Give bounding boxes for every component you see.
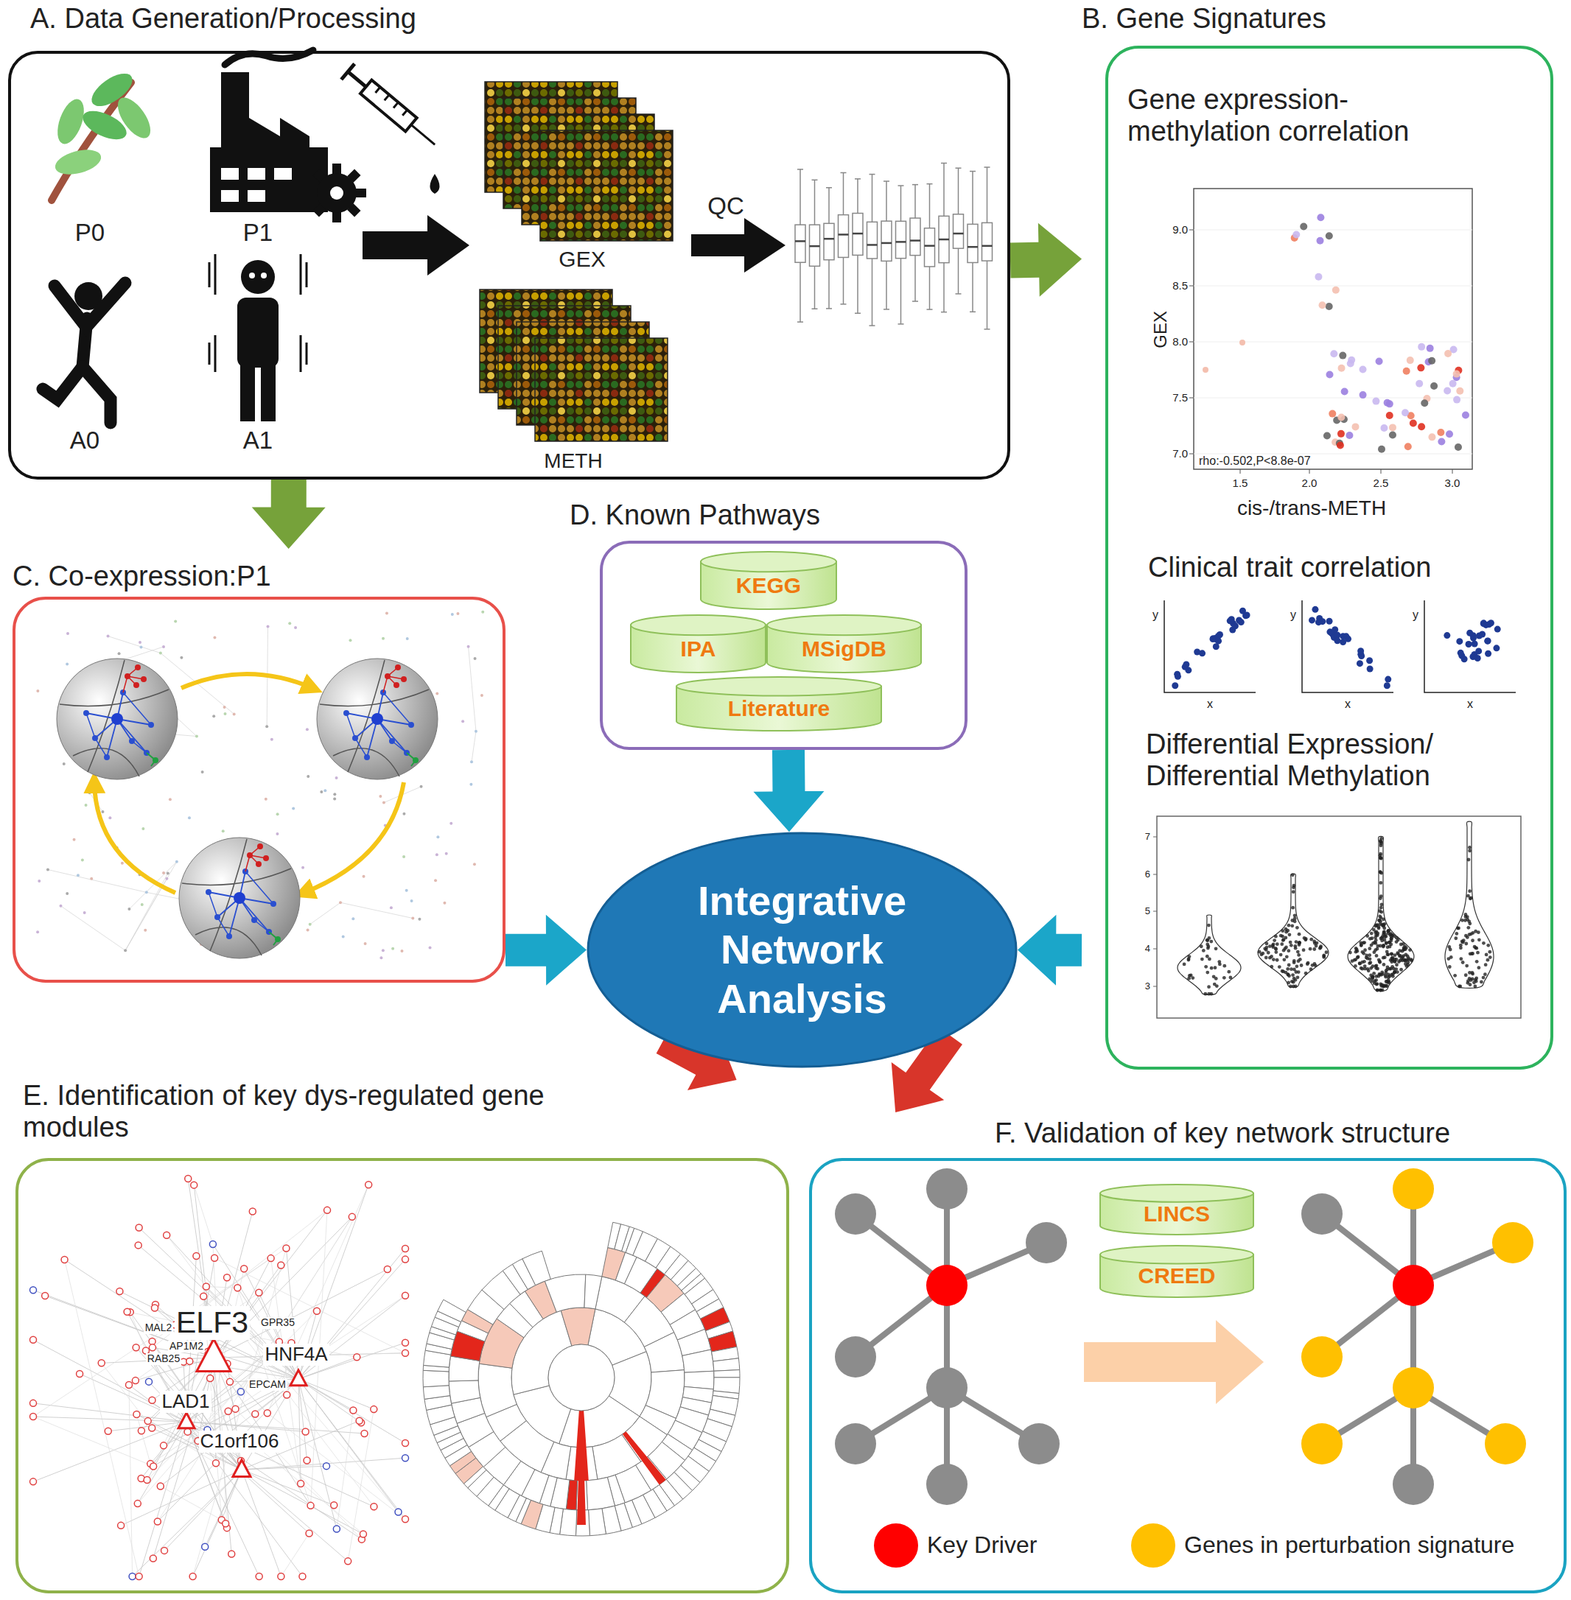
step-label: QC (707, 193, 745, 221)
panel-b: B. Gene SignaturesGene expression- methy… (1081, 2, 1554, 1070)
database-cylinder: LINCS (1099, 1184, 1255, 1236)
tick-label: 3 (1145, 981, 1151, 993)
clinical-scatters (1164, 600, 1516, 693)
database-name: Literature (675, 696, 883, 722)
database-cylinder: KEGG (700, 551, 838, 611)
database-name: IPA (630, 636, 767, 662)
syringe-icon (341, 64, 442, 194)
panel-frame (15, 1158, 790, 1594)
gene-label: LAD1 (159, 1391, 211, 1413)
tick-label: 3.0 (1444, 477, 1461, 491)
tick-label: 7.5 (1172, 392, 1188, 405)
validation-networks (834, 1168, 1534, 1506)
analysis-title: Integrative Network Analysis (655, 876, 950, 1023)
block-arrow (1017, 915, 1082, 986)
sunburst-chart (422, 1222, 740, 1537)
gene-label: C1orf106 (198, 1430, 281, 1453)
panel-frame (8, 50, 1011, 480)
correlation-scatter (1189, 188, 1473, 474)
axis-letter: x (1467, 697, 1473, 712)
database-cylinder: Literature (675, 676, 883, 732)
database-name: CREED (1099, 1263, 1255, 1289)
legend-swatch (1131, 1523, 1176, 1569)
tick-label: 8.5 (1172, 280, 1188, 293)
database-name: MSigDB (766, 636, 922, 662)
gene-label: MAL2 (143, 1322, 174, 1335)
factory-icon (210, 50, 367, 223)
tick-label: 1.5 (1232, 477, 1249, 491)
leaf-branch-icon (51, 67, 157, 201)
panel-c: C. Co-expression:P1 (12, 548, 506, 983)
legend-text: Genes in perturbation signature (1184, 1532, 1515, 1560)
heatmap-stacks (479, 81, 673, 442)
database-cylinder: IPA (630, 614, 767, 674)
panel-d: D. Known PathwaysKEGG IPAMSigDB Literature (569, 499, 968, 751)
gene-label: AP1M2 (168, 1341, 205, 1353)
gene-label: GPR35 (259, 1317, 297, 1330)
panel-f: F. Validation of key network structureLI… (809, 1112, 1567, 1594)
panel-frame (12, 596, 506, 983)
tick-label: 6 (1145, 869, 1151, 881)
panel-a: A. Data Generation/Processing (8, 2, 1011, 480)
coexpression-network (36, 610, 485, 961)
database-name: LINCS (1099, 1201, 1255, 1227)
gene-label: RAB25 (145, 1353, 182, 1366)
panel-heading: Differential Expression/ Differential Me… (1145, 728, 1515, 792)
group-label: A0 (70, 427, 100, 455)
axis-letter: y (1290, 608, 1297, 622)
axis-letter: y (1412, 608, 1419, 622)
panel-heading: E. Identification of key dys-regulated g… (22, 1080, 591, 1143)
panel-heading: D. Known Pathways (569, 499, 968, 532)
tick-label: 8.0 (1172, 336, 1188, 349)
data-label: GEX (558, 246, 605, 272)
panel-heading: B. Gene Signatures (1081, 2, 1539, 35)
panel-heading: C. Co-expression:P1 (12, 560, 485, 593)
panel-heading: Clinical trait correlation (1148, 551, 1532, 584)
statistic-note: rho:-0.502,P<8.8e-07 (1197, 454, 1313, 468)
database-cylinder: MSigDB (766, 614, 922, 674)
gene-module-network (30, 1176, 409, 1581)
person-exposed-icon (209, 254, 307, 422)
tick-label: 4 (1145, 943, 1151, 955)
axis-title: GEX (1150, 310, 1171, 349)
group-label: P1 (243, 219, 273, 247)
gene-label: EPCAM (247, 1379, 288, 1392)
tick-label: 9.0 (1172, 224, 1188, 237)
tick-label: 7 (1145, 831, 1151, 843)
panel-e: E. Identification of key dys-regulated g… (15, 1080, 790, 1594)
block-arrow (753, 750, 824, 832)
group-label: A1 (243, 427, 273, 455)
database-cylinder: CREED (1099, 1245, 1255, 1299)
panel-heading: F. Validation of key network structure (994, 1117, 1564, 1150)
violin-plot (1153, 816, 1521, 1019)
gene-label: HNF4A (263, 1344, 329, 1366)
data-label: METH (543, 449, 603, 473)
group-label: P0 (75, 219, 105, 247)
tick-label: 2.0 (1302, 477, 1318, 491)
panel-heading: A. Data Generation/Processing (30, 2, 694, 35)
database-name: KEGG (700, 573, 838, 599)
axis-title: cis-/trans-METH (1237, 496, 1387, 520)
legend-swatch (873, 1523, 919, 1569)
panel-heading: Gene expression- methylation correlation (1127, 84, 1496, 147)
tick-label: 2.5 (1373, 477, 1389, 491)
axis-letter: y (1152, 608, 1159, 622)
block-arrow (505, 915, 587, 986)
analysis-ellipse: Integrative Network Analysis (586, 831, 1018, 1069)
block-arrow (1010, 223, 1082, 297)
tick-label: 5 (1145, 906, 1151, 918)
axis-letter: x (1344, 697, 1351, 712)
qc-boxplots (795, 162, 993, 329)
legend-text: Key Driver (926, 1532, 1037, 1560)
gene-label: ELF3 (174, 1306, 250, 1341)
axis-letter: x (1206, 697, 1213, 712)
person-active-icon (42, 282, 126, 423)
tick-label: 7.0 (1172, 448, 1188, 461)
block-arrow (252, 479, 326, 549)
